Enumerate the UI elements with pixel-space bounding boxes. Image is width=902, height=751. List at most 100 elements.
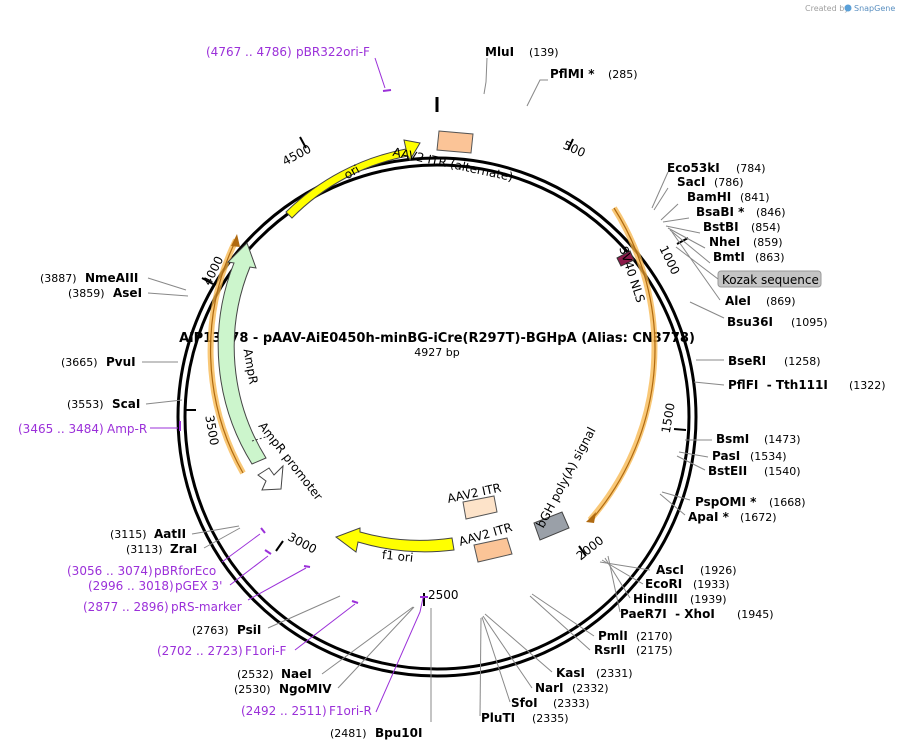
- sites-left: (2481)Bpu10I (2532)NaeI (2530)NgoMIV (27…: [40, 271, 422, 740]
- leader-bamhi: [660, 203, 679, 221]
- leader-sfoi: [481, 616, 511, 703]
- site-position: (846): [756, 206, 786, 219]
- site-apai[interactable]: ApaI *(1672): [688, 510, 777, 524]
- leader-apai: [659, 493, 686, 516]
- site-bsu36i[interactable]: Bsu36I(1095): [727, 315, 828, 329]
- leader-pbr322ori: [374, 57, 386, 89]
- site-psii[interactable]: (2763)PsiI: [192, 623, 261, 637]
- tick-4000: [201, 277, 214, 285]
- primer-pbr322ori-f[interactable]: (4767 .. 4786) pBR322ori-F: [206, 45, 370, 59]
- bgh-polya-feature[interactable]: [533, 511, 570, 541]
- leader-pbrforeco: [221, 533, 261, 563]
- site-name: PflFI - Tth111I: [728, 378, 828, 392]
- site-asci[interactable]: AscI(1926): [656, 563, 737, 577]
- primer-mark-f1orif: [351, 600, 359, 604]
- site-eco53ki[interactable]: Eco53kI(784): [667, 161, 766, 175]
- leader-alei: [671, 231, 721, 301]
- primer-pgex-3[interactable]: (2996 .. 3018)pGEX 3': [88, 579, 222, 593]
- site-name: SfoI: [511, 696, 538, 710]
- site-scai[interactable]: (3553)ScaI: [67, 397, 140, 411]
- site-pasi[interactable]: PasI(1534): [712, 449, 787, 463]
- primer-range: (2877 .. 2896): [83, 600, 169, 614]
- primer-amp-r[interactable]: (3465 .. 3484)Amp-R: [18, 422, 147, 436]
- site-pvui[interactable]: (3665)PvuI: [61, 355, 136, 369]
- leader-hindiii: [604, 557, 631, 599]
- site-ecori[interactable]: EcoRI(1933): [645, 577, 730, 591]
- leader-pspomi: [661, 491, 691, 501]
- leader-naei: [321, 606, 414, 675]
- primer-prs-marker[interactable]: (2877 .. 2896)pRS-marker: [83, 600, 242, 614]
- ampr-promoter-feature[interactable]: [257, 464, 284, 491]
- site-bstbi[interactable]: BstBI(854): [703, 220, 781, 234]
- site-name: BstBI: [703, 220, 739, 234]
- site-mlui[interactable]: MluI(139): [485, 45, 559, 59]
- primer-name: pBR322ori-F: [296, 45, 370, 59]
- tick-2000: [578, 545, 587, 557]
- site-position: (2170): [636, 630, 673, 643]
- sites-right: MluI(139) PflMI *(285) Eco53kI(784) SacI…: [481, 45, 886, 725]
- site-saci[interactable]: SacI(786): [677, 175, 744, 189]
- site-asei[interactable]: (3859)AseI: [68, 286, 142, 300]
- site-aatii[interactable]: (3115) AatII: [110, 527, 186, 541]
- site-bpu10i[interactable]: (2481)Bpu10I: [330, 726, 422, 740]
- site-nari[interactable]: NarI(2332): [535, 681, 609, 695]
- site-zrai[interactable]: (3113)ZraI: [126, 542, 197, 556]
- primer-pbrforeco[interactable]: (3056 .. 3074)pBRforEco: [67, 564, 216, 578]
- leader-nari: [482, 615, 533, 689]
- site-kasi[interactable]: KasI(2331): [556, 666, 633, 680]
- site-bsteii[interactable]: BstEII(1540): [708, 464, 801, 478]
- site-paer7i-xhoi[interactable]: PaeR7I - XhoI(1945): [620, 607, 774, 621]
- site-naei[interactable]: (2532)NaeI: [237, 667, 312, 681]
- sv40-nls-feature[interactable]: [616, 250, 635, 267]
- site-rsrii[interactable]: RsrII(2175): [594, 643, 673, 657]
- site-ngomiv[interactable]: (2530)NgoMIV: [234, 682, 332, 696]
- site-bseri[interactable]: BseRI(1258): [728, 354, 821, 368]
- site-name: HindIII: [633, 592, 678, 606]
- primer-f1ori-r[interactable]: (2492 .. 2511)F1ori-R: [241, 704, 372, 718]
- primer-range: (2996 .. 3018): [88, 579, 174, 593]
- site-name: NgoMIV: [279, 682, 332, 696]
- itr1-feature[interactable]: [462, 495, 498, 520]
- primer-name: F1ori-F: [245, 644, 286, 658]
- site-bsmi[interactable]: BsmI(1473): [716, 432, 801, 446]
- site-bsabi[interactable]: BsaBI *(846): [696, 205, 786, 219]
- site-name: BsmI: [716, 432, 749, 446]
- site-pspomi[interactable]: PspOMI *(1668): [695, 495, 806, 509]
- site-position: (784): [736, 162, 766, 175]
- site-position: (859): [753, 236, 783, 249]
- site-position: (3115): [110, 528, 147, 541]
- site-nhei[interactable]: NheI(859): [709, 235, 783, 249]
- f1-ori-feature[interactable]: [334, 527, 455, 553]
- site-name: Bsu36I: [727, 315, 773, 329]
- leader-bsteii: [676, 455, 706, 471]
- site-name: AatII: [154, 527, 186, 541]
- ori-feature[interactable]: [285, 139, 421, 219]
- site-alei[interactable]: AleI(869): [725, 294, 796, 308]
- site-hindiii[interactable]: HindIII(1939): [633, 592, 727, 606]
- site-nmeaiii[interactable]: (3887)NmeAIII: [40, 271, 138, 285]
- site-pflfi-tth111i[interactable]: PflFI - Tth111I(1322): [728, 378, 886, 392]
- site-name: PspOMI *: [695, 495, 757, 509]
- site-position: (1258): [784, 355, 821, 368]
- leader-nmeaiii: [147, 277, 187, 291]
- site-name: PaeR7I - XhoI: [620, 607, 715, 621]
- site-sfoi[interactable]: SfoI(2333): [511, 696, 590, 710]
- site-pluti[interactable]: PluTI(2335): [481, 711, 569, 725]
- site-bmti[interactable]: BmtI(863): [713, 250, 785, 264]
- site-position: (1540): [764, 465, 801, 478]
- primer-f1ori-f[interactable]: (2702 .. 2723)F1ori-F: [157, 644, 286, 658]
- itr-alternate-feature[interactable]: [436, 130, 474, 154]
- site-pmli[interactable]: PmlI(2170): [598, 629, 673, 643]
- kozak-sequence-label: Kozak sequence: [722, 273, 819, 287]
- site-position: (1672): [740, 511, 777, 524]
- tick-1500: [673, 428, 687, 431]
- site-pflmi[interactable]: PflMI *(285): [550, 67, 638, 81]
- ampr-feature[interactable]: [217, 242, 267, 465]
- site-bamhi[interactable]: BamHI(841): [687, 190, 770, 204]
- tick-label-1500: 1500: [659, 402, 678, 435]
- site-position: (2331): [596, 667, 633, 680]
- primer-range: (4767 .. 4786): [206, 45, 292, 59]
- itr2-feature[interactable]: [473, 537, 513, 563]
- site-position: (2532): [237, 668, 274, 681]
- site-position: (3113): [126, 543, 163, 556]
